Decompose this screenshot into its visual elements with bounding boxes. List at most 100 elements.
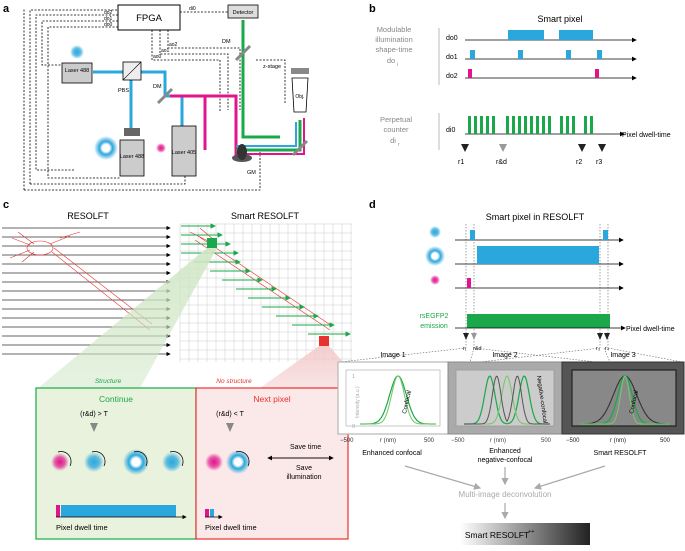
marker-rd: r&d	[496, 159, 507, 166]
panel-label-b: b	[369, 3, 376, 15]
laser405-label: Laser 405	[172, 150, 196, 156]
panel-label-d: d	[369, 199, 376, 211]
sig-do1: do1	[104, 16, 113, 22]
sig-ao2: ao2	[169, 42, 178, 48]
laser488-top-box	[61, 62, 93, 84]
structure-pixel	[207, 238, 217, 248]
d-marker-rd-icon	[471, 333, 477, 340]
modulable-label-4-sub: i	[397, 62, 398, 68]
do0-pulse-2	[559, 30, 593, 40]
counter-label-1: Perpetual	[380, 115, 412, 124]
marker-r1: r1	[458, 159, 464, 166]
d-mag-icon	[430, 275, 440, 285]
fpga-label: FPGA	[136, 13, 163, 24]
continue-cyan-icon	[84, 452, 104, 472]
xlabel1: r (nm)	[380, 438, 396, 444]
final-sup: ++	[528, 529, 534, 535]
counter-label-3: di	[390, 136, 396, 145]
negconf-curve-gray	[464, 375, 550, 425]
galvo-mirror-2	[237, 144, 247, 160]
final-label: Smart RESOLFT	[465, 530, 529, 540]
beam-magenta-3	[210, 94, 240, 160]
panel-d-resolft: Smart pixel in RESOLFT rsEGFP2 emission …	[337, 212, 685, 545]
objective-body	[291, 77, 309, 113]
dwell-right: Pixel dwell time	[205, 523, 257, 532]
structure-wedge	[38, 248, 217, 388]
beam-magenta-4	[236, 118, 305, 155]
modulable-label-2: illumination	[375, 35, 413, 44]
d-cyan-icon	[429, 226, 441, 238]
panel-b-smart-pixel: Smart pixel Modulable illumination shape…	[375, 14, 670, 166]
ylabel: Intensity (a.u.)	[355, 386, 361, 418]
next-donut-icon	[226, 450, 250, 474]
d-marker-r1-icon	[463, 333, 469, 340]
d-marker-r3-icon	[597, 333, 603, 340]
marker-r2-icon	[578, 144, 586, 152]
detector-label: Detector	[233, 10, 254, 16]
continue-mag-icon	[51, 453, 69, 471]
image2-title: Image 2	[492, 352, 517, 359]
cap2-1: Enhanced	[489, 448, 521, 455]
laser405-spot-icon	[156, 143, 166, 153]
xlabel3: r (nm)	[610, 438, 626, 444]
xtick3-l: −500	[566, 438, 580, 444]
no-structure-label: No structure	[216, 378, 252, 385]
laser488-top-spot-icon	[70, 45, 84, 59]
ch-do0-label: do0	[446, 35, 458, 42]
control-lines	[23, 8, 286, 191]
phase-plate	[124, 128, 140, 136]
cap3: Smart RESOLFT	[594, 450, 648, 457]
image1-curves	[360, 375, 436, 425]
laser488-bottom-label: Laser 488	[120, 154, 144, 160]
laser488-top-label: Laser 488	[65, 68, 89, 74]
beam-cyan-4	[236, 122, 297, 147]
marker-r3-icon	[598, 144, 606, 152]
dm-2	[234, 44, 252, 62]
negconf-curve-dark	[464, 375, 550, 425]
image1-title: Image 1	[380, 352, 405, 359]
sig-ao1: ao1	[161, 48, 170, 54]
final-bar	[460, 523, 590, 545]
curve1-label: Confocal	[402, 390, 413, 414]
ytick-0: 0	[352, 424, 355, 430]
xtick2-l: −500	[451, 438, 465, 444]
save-illum-1: Save	[296, 465, 312, 472]
neuron-right	[189, 227, 333, 331]
obj-label: Obj.	[295, 94, 304, 100]
xtick3-r: 500	[660, 438, 671, 444]
curve3-label: Confocal	[629, 390, 640, 414]
xlabel2: r (nm)	[490, 438, 506, 444]
gm-label: GM	[247, 170, 256, 176]
beam-green-1	[241, 20, 280, 139]
c-right-title: Smart RESOLFT	[231, 211, 300, 221]
no-structure-pixel	[319, 336, 329, 346]
z-stage-plate	[291, 68, 309, 74]
d-emission-2: emission	[420, 323, 448, 330]
image3-curves	[580, 375, 670, 425]
save-illum-2: illumination	[286, 474, 321, 481]
laser405-box	[171, 125, 197, 177]
d-emission-bar	[467, 314, 610, 328]
sig-do0: do0	[104, 22, 113, 28]
d-marker-r4-icon	[604, 333, 610, 340]
counter-label-3-sub: r	[398, 142, 400, 148]
sig-ao0: ao0	[153, 54, 162, 60]
d-title: Smart pixel in RESOLFT	[486, 212, 585, 222]
modulable-label-4: do	[387, 56, 395, 65]
ytick-1: 1	[352, 374, 355, 380]
laser488-bottom-box	[119, 139, 145, 177]
ch-do2-label: do2	[446, 73, 458, 80]
save-time: Save time	[290, 444, 321, 451]
d-marker-rd: r&d	[473, 346, 482, 352]
confocal-curve-light	[360, 375, 436, 425]
d-marker-r3: r₃	[596, 346, 600, 352]
dm-1	[156, 87, 174, 105]
cond-lt: (r&d) < T	[216, 411, 244, 418]
smart-grid	[179, 223, 352, 362]
sig-do2: do2	[104, 10, 113, 16]
b-axis-label: Pixel dwell-time	[622, 132, 671, 139]
panel-c-scanning: RESOLFT Smart RESOLFT Structure No struc…	[2, 211, 366, 540]
dm-2-label: DM	[222, 39, 231, 45]
pbs-label: PBS	[118, 88, 129, 94]
